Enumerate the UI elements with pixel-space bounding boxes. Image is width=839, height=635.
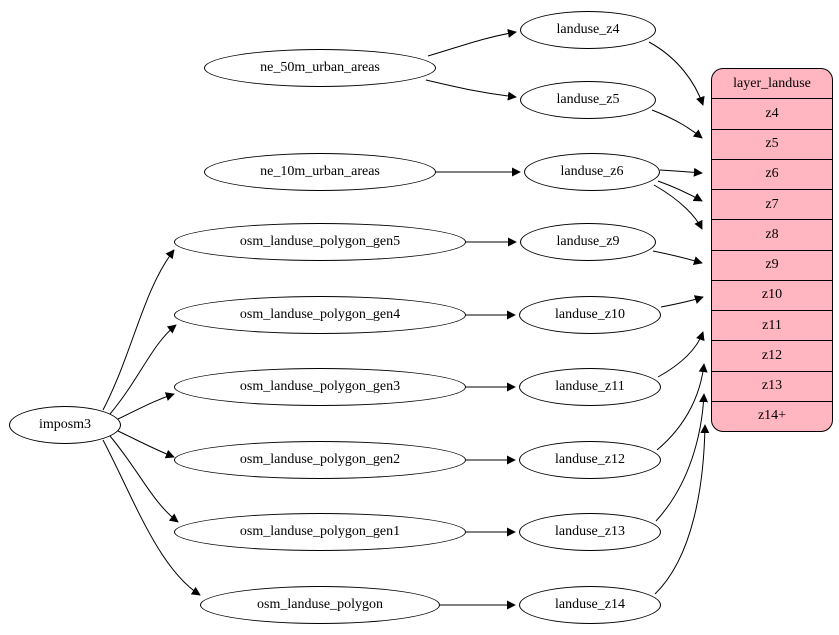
- layer-row-z12: z12: [712, 340, 832, 370]
- node-osm-landuse-polygon-gen2: osm_landuse_polygon_gen2: [174, 441, 466, 479]
- layer-landuse-table: layer_landuse z4 z5 z6 z7 z8 z9 z10 z11 …: [711, 68, 833, 432]
- node-landuse-z14: landuse_z14: [519, 586, 661, 624]
- edge-z11-row: [657, 331, 705, 378]
- node-imposm3: imposm3: [9, 406, 121, 444]
- layer-row-z9: z9: [712, 249, 832, 280]
- edge-imposm3-gen5: [102, 249, 175, 411]
- edge-imposm3-gen4: [109, 324, 177, 415]
- node-landuse-z6: landuse_z6: [524, 153, 660, 191]
- edge-imposm3-gen3: [117, 392, 175, 420]
- edge-imposm3-gen1: [109, 435, 179, 523]
- node-landuse-z4: landuse_z4: [520, 11, 656, 49]
- layer-row-z7: z7: [712, 189, 832, 219]
- node-landuse-z12: landuse_z12: [519, 441, 661, 479]
- layer-row-z4: z4: [712, 98, 832, 128]
- node-landuse-z9: landuse_z9: [520, 223, 656, 261]
- node-osm-landuse-polygon-gen5: osm_landuse_polygon_gen5: [174, 223, 466, 261]
- layer-row-z14plus: z14+: [712, 400, 832, 431]
- edge-imposm3-gen2: [117, 430, 175, 459]
- edge-z12-row: [656, 363, 708, 451]
- edge-ne50m-z4: [427, 28, 517, 57]
- edge-imposm3-polygon: [102, 439, 201, 596]
- edge-z6-row8: [653, 184, 703, 230]
- edge-ne50m-z5: [425, 79, 517, 101]
- edge-z14-row: [654, 424, 710, 595]
- node-ne-50m-urban-areas: ne_50m_urban_areas: [204, 49, 436, 87]
- layer-table-title: layer_landuse: [733, 75, 811, 91]
- edge-z6-row6: [659, 167, 703, 177]
- layer-row-z13: z13: [712, 370, 832, 401]
- edge-z9-row: [652, 250, 703, 265]
- layer-row-z8: z8: [712, 219, 832, 249]
- node-landuse-z13: landuse_z13: [519, 513, 661, 551]
- layer-row-z10: z10: [712, 279, 832, 310]
- edge-z10-row: [660, 295, 704, 308]
- node-osm-landuse-polygon-gen1: osm_landuse_polygon_gen1: [174, 513, 466, 551]
- layer-row-z11: z11: [712, 310, 832, 340]
- node-osm-landuse-polygon: osm_landuse_polygon: [200, 586, 440, 624]
- layer-row-z5: z5: [712, 128, 832, 159]
- edge-z5-row: [651, 109, 703, 139]
- node-ne-10m-urban-areas: ne_10m_urban_areas: [204, 153, 436, 191]
- node-landuse-z5: landuse_z5: [520, 81, 656, 119]
- edge-z4-row: [648, 41, 705, 106]
- edge-z13-row: [655, 393, 709, 522]
- node-landuse-z10: landuse_z10: [519, 296, 661, 334]
- node-osm-landuse-polygon-gen4: osm_landuse_polygon_gen4: [174, 296, 466, 334]
- edge-z6-row7: [657, 180, 703, 202]
- layer-row-z6: z6: [712, 158, 832, 189]
- node-osm-landuse-polygon-gen3: osm_landuse_polygon_gen3: [174, 368, 466, 406]
- node-landuse-z11: landuse_z11: [519, 368, 661, 406]
